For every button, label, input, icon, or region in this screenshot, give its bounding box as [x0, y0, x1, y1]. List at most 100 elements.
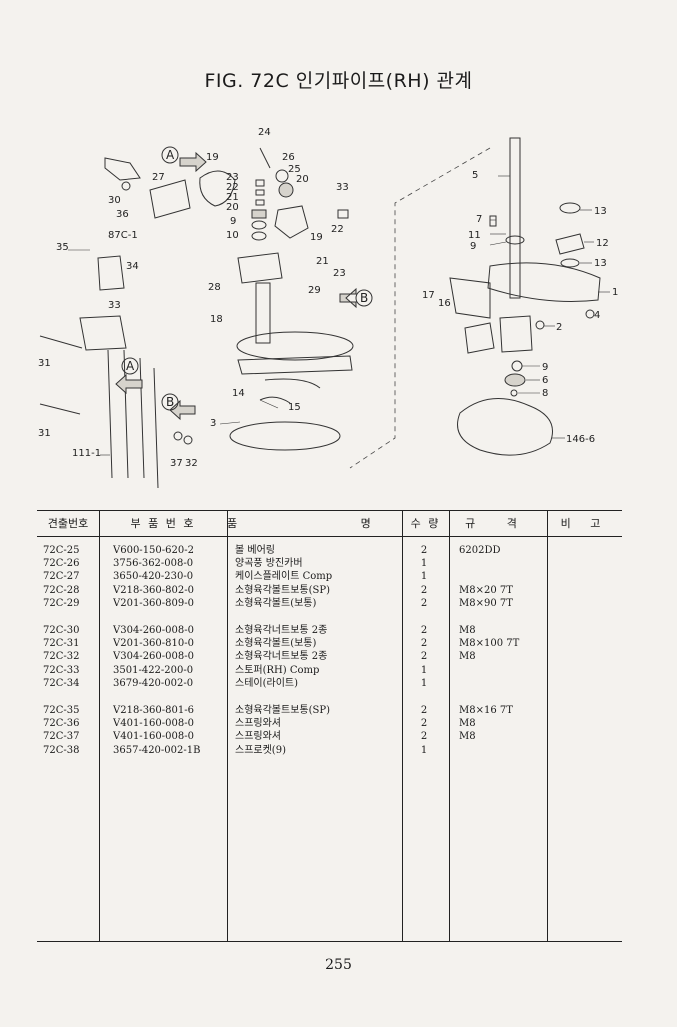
cell-qty: 1	[420, 677, 428, 689]
part-20	[251, 209, 267, 219]
cell-spec: M8×20 7T	[459, 584, 513, 596]
cell-no: 72C-27	[43, 571, 80, 583]
cell-part-no: V600-150-620-2	[113, 545, 194, 556]
part-gasket-3	[229, 421, 341, 451]
header-name: 품 명	[227, 517, 431, 530]
header-remark: 비 고	[560, 517, 609, 530]
cell-no: 72C-26	[43, 558, 80, 570]
callout-34: 34	[126, 261, 139, 272]
callout-2: 2	[556, 322, 562, 333]
part-base-housing	[236, 331, 354, 361]
part-13-top	[559, 202, 581, 214]
part-bolt-31-upper	[39, 335, 83, 349]
cell-no: 72C-38	[43, 744, 80, 756]
part-stay-34	[97, 255, 125, 291]
part-bolt-2	[535, 320, 545, 330]
cell-part-no: 3756-362-008-0	[113, 558, 194, 570]
callout-23: 23	[333, 268, 346, 279]
cell-qty: 1	[420, 664, 428, 676]
marker-b-left	[161, 393, 179, 411]
part-22	[255, 189, 265, 196]
cell-spec: 6202DD	[459, 545, 501, 556]
arrow-a-top-icon	[179, 151, 207, 173]
cell-qty: 1	[420, 744, 428, 756]
part-washer-36	[121, 181, 131, 191]
arrow-b-right-icon	[339, 287, 357, 309]
table-bottom-rule	[37, 941, 622, 942]
callout-6: 6	[542, 375, 548, 386]
cell-spec: M8	[459, 718, 476, 730]
marker-a-bottom	[121, 357, 139, 375]
cell-qty: 2	[420, 638, 428, 650]
cell-no: 72C-37	[43, 731, 80, 743]
callout-22: 22	[331, 224, 344, 235]
callout-33: 33	[108, 300, 121, 311]
header-part-no: 부 품 번 호	[130, 517, 196, 530]
cell-spec: M8×90 7T	[459, 597, 513, 609]
cell-name: 스토퍼(RH) Comp	[235, 664, 320, 676]
part-shaft-18	[255, 282, 271, 344]
cell-name: 스프링와셔	[235, 731, 281, 743]
cell-name: 소형육각너트보통 2종	[235, 625, 328, 636]
cell-part-no: 3501-422-200-0	[113, 664, 194, 676]
part-10	[251, 231, 267, 241]
col-rule-1	[99, 510, 100, 942]
part-gearbox-146-6	[457, 397, 553, 456]
arrow-b-left-icon	[169, 399, 196, 421]
cell-spec: M8×100 7T	[459, 638, 520, 650]
callout-87C-1: 87C-1	[108, 230, 138, 241]
cell-no: 72C-36	[43, 718, 80, 730]
col-rule-4	[449, 510, 450, 942]
part-key-7	[489, 215, 497, 227]
part-gear-6	[504, 373, 526, 387]
leader-9	[489, 241, 507, 246]
part-23	[255, 179, 265, 187]
part-washer-9-lower	[511, 360, 523, 372]
cell-qty: 2	[420, 625, 428, 636]
callout-14: 14	[232, 388, 245, 399]
callout-13: 13	[594, 258, 607, 269]
part-housing-1	[487, 262, 601, 302]
cell-spec: M8	[459, 731, 476, 743]
callout-17: 17	[422, 290, 435, 301]
cell-name: 스프로켓(9)	[235, 744, 286, 756]
cell-name: 스프링와셔	[235, 718, 281, 730]
cell-part-no: V218-360-801-6	[113, 705, 194, 716]
header-spec: 규 격	[465, 517, 531, 530]
callout-28: 28	[208, 282, 221, 293]
leader-15	[259, 399, 279, 409]
marker-a-bottom-label: A	[126, 359, 135, 373]
callout-19: 19	[310, 232, 323, 243]
callout-29: 29	[308, 285, 321, 296]
page-number: 255	[325, 957, 352, 973]
callout-5: 5	[472, 170, 478, 181]
cell-spec: M8×16 7T	[459, 705, 513, 716]
cell-name: 양곡풍 방진카버	[235, 558, 303, 570]
cell-qty: 2	[420, 597, 428, 609]
part-base-plate	[237, 355, 353, 375]
figure-title: FIG. 72C 인기파이프(RH) 관계	[204, 70, 473, 92]
marker-a-top	[161, 146, 179, 164]
part-plate	[237, 252, 283, 284]
part-bracket-16	[449, 277, 491, 319]
cell-no: 72C-28	[43, 584, 80, 596]
callout-13: 13	[594, 206, 607, 217]
part-nut-32	[183, 435, 193, 445]
cell-no: 72C-25	[43, 545, 80, 556]
callout-3: 3	[210, 418, 216, 429]
callout-23: 23	[226, 172, 239, 183]
part-9	[251, 220, 267, 230]
cell-part-no: 3657-420-002-1B	[113, 744, 201, 756]
callout-27: 27	[152, 172, 165, 183]
cell-name: 볼 베어링	[235, 545, 275, 556]
cell-name: 소형육각볼트보통(SP)	[235, 584, 330, 596]
